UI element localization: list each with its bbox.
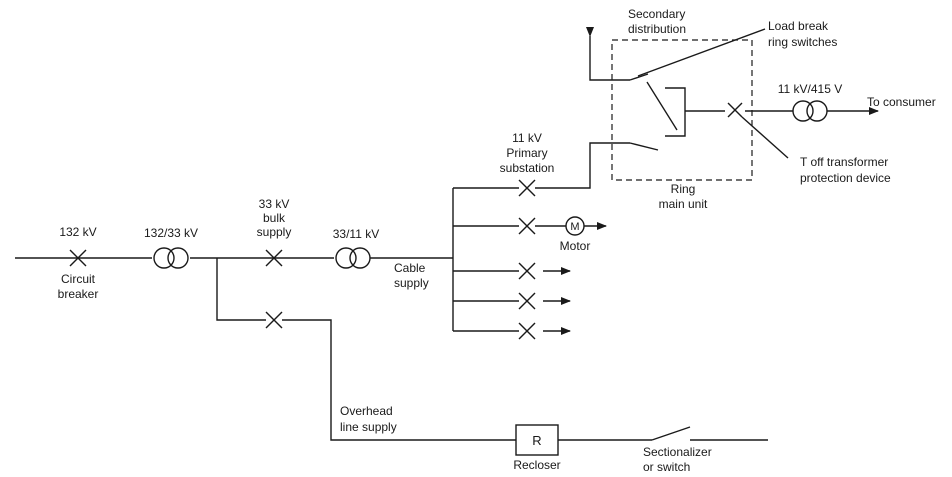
label-bulk-1: 33 kV bbox=[259, 197, 290, 211]
recloser-box: R bbox=[515, 424, 559, 456]
label-ring-1: Ring bbox=[671, 182, 696, 196]
label-bulk-2: bulk bbox=[263, 211, 286, 225]
label-primary-3: substation bbox=[500, 161, 555, 175]
label-primary-1: 11 kV bbox=[512, 131, 542, 145]
label-ring-2: main unit bbox=[659, 197, 708, 211]
transformer-132-33kv bbox=[153, 247, 189, 269]
feeder-primary-substation bbox=[453, 142, 630, 197]
label-sectionalizer-1: Sectionalizer bbox=[643, 445, 712, 459]
recloser-symbol: R bbox=[532, 433, 541, 448]
circuit-breaker-132kv bbox=[69, 249, 87, 267]
feeder-motor bbox=[453, 216, 607, 236]
leader-lines bbox=[637, 28, 789, 159]
label-tx-132-33: 132/33 kV bbox=[144, 226, 198, 240]
label-recloser: Recloser bbox=[513, 458, 560, 472]
label-circuit-breaker-2: breaker bbox=[58, 287, 99, 301]
label-overhead-2: line supply bbox=[340, 420, 397, 434]
label-t-off-1: T off transformer bbox=[800, 155, 888, 169]
feeder-5 bbox=[453, 322, 571, 340]
ring-main-unit-box bbox=[611, 39, 753, 181]
label-to-consumer: To consumer bbox=[867, 95, 936, 109]
ring-main-unit-internals bbox=[586, 27, 793, 151]
label-motor: Motor bbox=[560, 239, 591, 253]
label-tx-11-415: 11 kV/415 V bbox=[778, 82, 843, 96]
overhead-branch-line bbox=[216, 258, 768, 441]
transformer-33-11kv bbox=[335, 247, 371, 269]
label-tx-33-11: 33/11 kV bbox=[333, 227, 379, 241]
label-t-off-2: protection device bbox=[800, 171, 891, 185]
label-secondary-1: Secondary bbox=[628, 7, 685, 21]
label-secondary-2: distribution bbox=[628, 22, 686, 36]
label-cable-2: supply bbox=[394, 276, 429, 290]
label-load-break-2: ring switches bbox=[768, 35, 837, 49]
label-overhead-1: Overhead bbox=[340, 404, 393, 418]
feeder-3 bbox=[453, 262, 571, 280]
label-bulk-3: supply bbox=[257, 225, 292, 239]
feeder-4 bbox=[453, 292, 571, 310]
label-132kv: 132 kV bbox=[59, 225, 96, 239]
label-circuit-breaker-1: Circuit bbox=[61, 272, 96, 286]
breaker-bulk-supply bbox=[265, 249, 283, 267]
label-primary-2: Primary bbox=[506, 146, 547, 160]
motor-symbol-letter: M bbox=[570, 221, 579, 233]
label-sectionalizer-2: or switch bbox=[643, 460, 690, 474]
label-load-break-1: Load break bbox=[768, 19, 829, 33]
label-cable-1: Cable bbox=[394, 261, 426, 275]
transformer-11kv-415v bbox=[792, 100, 879, 122]
